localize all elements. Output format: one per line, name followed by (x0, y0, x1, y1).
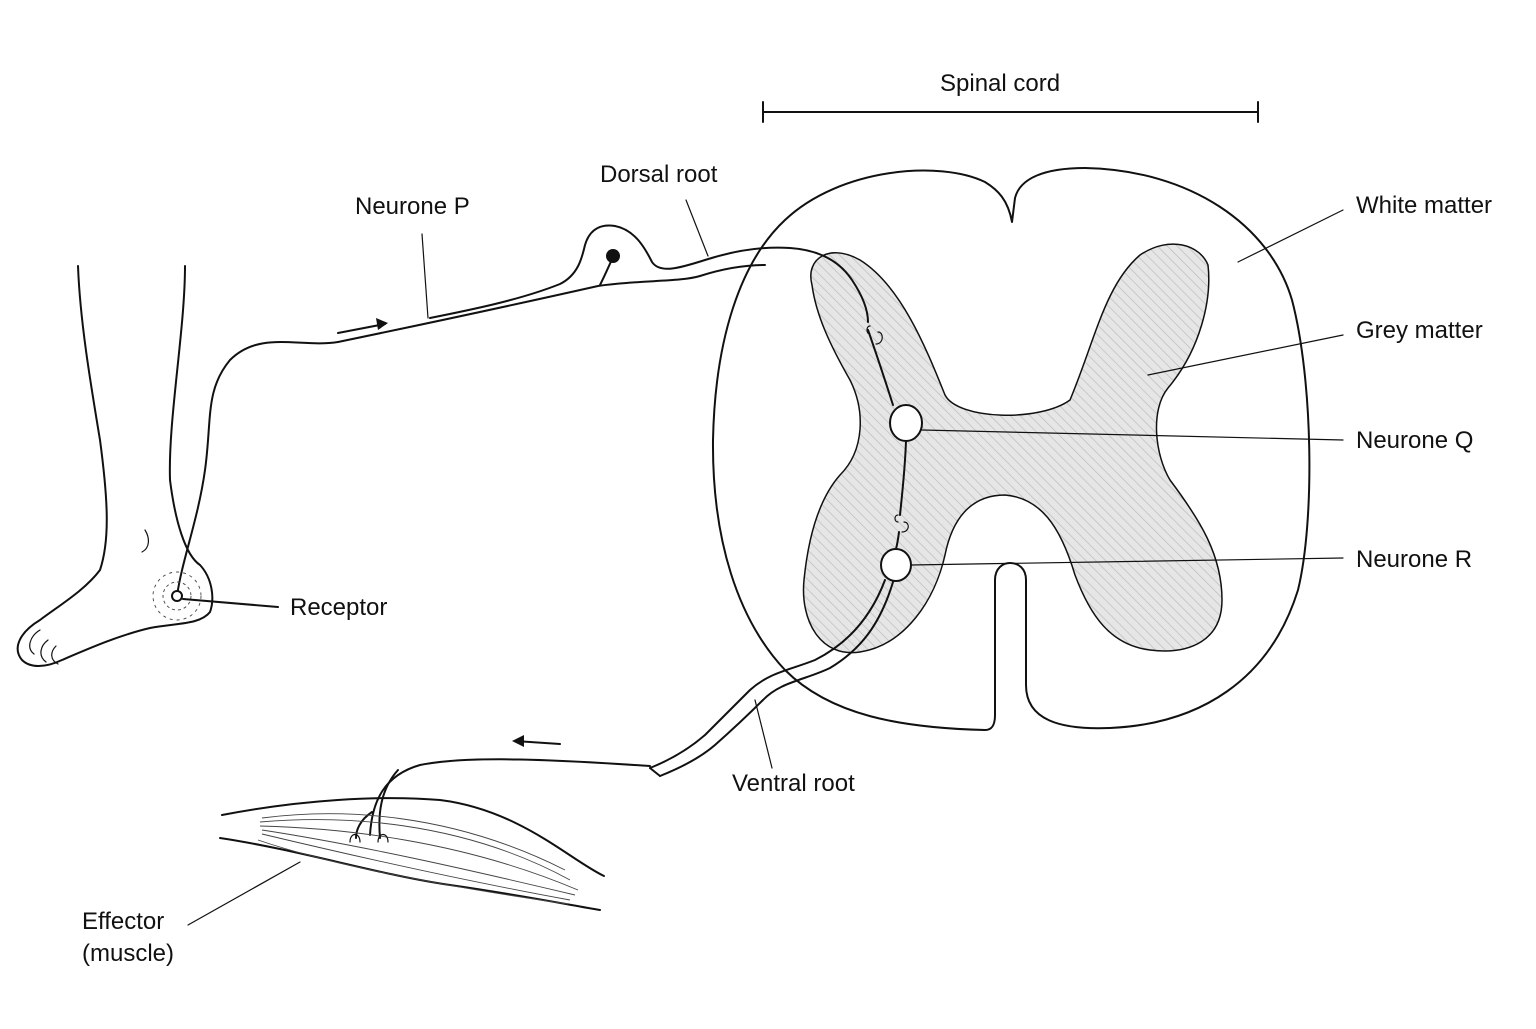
muscle-effector (219, 797, 605, 911)
spinal-cord-label: Spinal cord (940, 70, 1061, 97)
afferent-arrow-icon (337, 318, 388, 334)
dorsal-root-label: Dorsal root (600, 161, 718, 188)
leader-lines (187, 199, 1344, 926)
grey-matter-label: Grey matter (1356, 317, 1483, 344)
neurone-p-label: Neurone P (355, 193, 470, 220)
neurone-q-label: Neurone Q (1356, 427, 1474, 454)
receptor-label: Receptor (290, 594, 388, 621)
receptor-icon (152, 571, 279, 621)
neurone-p-cell-body (606, 249, 620, 263)
neurone-p-axon (176, 341, 339, 597)
dorsal-root-nerve (337, 224, 869, 343)
efferent-arrow-icon (512, 735, 561, 747)
ventral-root-label: Ventral root (732, 770, 855, 797)
white-matter-outline (711, 167, 1311, 731)
effector-label-line1: Effector (82, 908, 165, 935)
leg-outline (16, 265, 214, 667)
grey-matter-region (802, 243, 1223, 654)
interneurone-pathway (866, 325, 923, 582)
neurone-r-label: Neurone R (1356, 546, 1473, 573)
spinal-cord-scale-bar (762, 101, 1259, 123)
neurone-q-cell-body (889, 404, 923, 442)
neurone-r-cell-body (880, 548, 912, 582)
white-matter-label: White matter (1356, 192, 1493, 219)
effector-label-line2: (muscle) (82, 940, 175, 967)
